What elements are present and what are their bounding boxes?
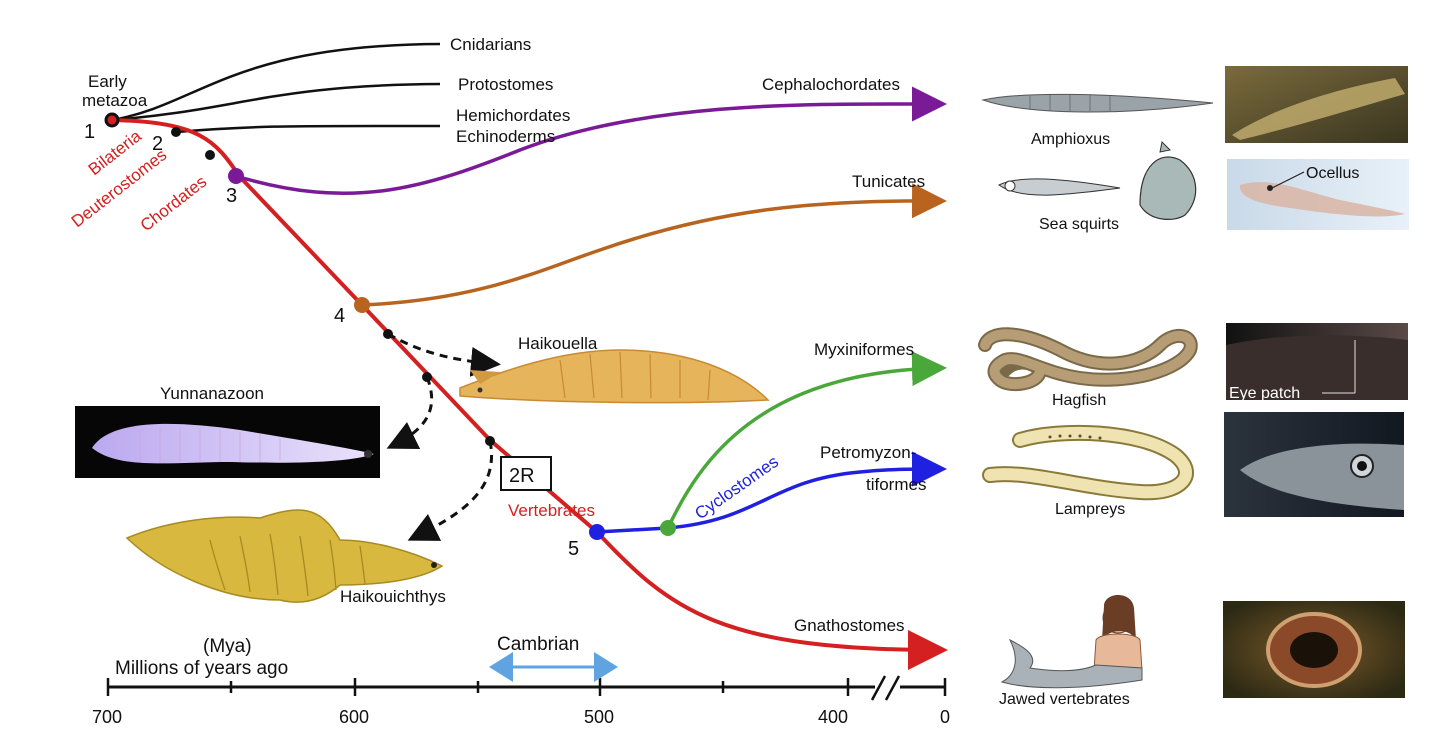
node-4-dot [354, 297, 370, 313]
cephalochordate-branch [236, 104, 940, 193]
cnidarian-branch [112, 44, 440, 120]
time-axis: 700 600 500 400 0 [92, 676, 950, 727]
axis-unit-abbrev: (Mya) [203, 636, 252, 657]
lamprey-photo [1224, 412, 1404, 517]
eye-patch-label: Eye patch [1229, 385, 1300, 402]
node-1-number: 1 [84, 121, 95, 143]
haikouella-dot [383, 329, 393, 339]
petromyzon-label-1: Petromyzon- [820, 443, 916, 462]
haikouella-label: Haikouella [518, 334, 598, 353]
tick-label-500: 500 [584, 707, 614, 727]
tick-label-700: 700 [92, 707, 122, 727]
amphioxus-illustration [983, 94, 1213, 112]
node-5-number: 5 [568, 538, 579, 560]
cnidarians-label: Cnidarians [450, 35, 531, 54]
haikouichthys-label: Haikouichthys [340, 587, 446, 606]
chordates-label: Chordates [137, 172, 211, 235]
haikouichthys-dot [485, 436, 495, 446]
cyclostome-stem [597, 528, 668, 532]
cephalochordates-label: Cephalochordates [762, 75, 900, 94]
early-metazoa-label-2: metazoa [82, 91, 148, 110]
sea-squirts-label: Sea squirts [1039, 216, 1119, 233]
hagfish-label: Hagfish [1052, 392, 1106, 409]
haikouella-illustration [460, 350, 768, 403]
yunnanozoon-label: Yunnanazoon [160, 384, 264, 403]
tick-label-0: 0 [940, 707, 950, 727]
node-3-dot [228, 168, 244, 184]
myxiniformes-label: Myxiniformes [814, 340, 914, 359]
sea-squirt-illustration [999, 142, 1196, 219]
axis-break-2 [886, 676, 899, 700]
yunnanozoon-dot [422, 372, 432, 382]
node-1-dot [106, 114, 118, 126]
hagfish-illustration [985, 334, 1191, 384]
node-3-number: 3 [226, 185, 237, 207]
early-metazoa-label-1: Early [88, 72, 127, 91]
lampreys-label: Lampreys [1055, 501, 1125, 518]
haikouichthys-arrow [413, 441, 492, 538]
gnathostomes-label: Gnathostomes [794, 616, 905, 635]
vertebrates-label: Vertebrates [508, 501, 595, 520]
tunicate-branch [362, 201, 940, 305]
tick-label-400: 400 [818, 707, 848, 727]
yunnanozoon-photo [75, 406, 380, 478]
tick-label-600: 600 [339, 707, 369, 727]
jawed-vertebrate-illustration [1002, 595, 1142, 688]
node-2-dot [171, 127, 181, 137]
echinoderms-label: Echinoderms [456, 127, 555, 146]
jawed-vertebrates-label: Jawed vertebrates [999, 691, 1130, 708]
gnathostome-eye-photo [1223, 601, 1405, 698]
axis-unit-full: Millions of years ago [115, 658, 288, 679]
hemichordate-branch [176, 126, 440, 132]
basal-branches [112, 44, 440, 132]
amphioxus-label: Amphioxus [1031, 131, 1110, 148]
node-5-dot [589, 524, 605, 540]
hemichordates-label: Hemichordates [456, 106, 570, 125]
lamprey-illustration [990, 433, 1186, 492]
yunnanozoon-arrow [392, 377, 432, 446]
cyclostome-dot [660, 520, 676, 536]
amphioxus-photo [1225, 66, 1408, 143]
cambrian-range: Cambrian [495, 634, 612, 667]
cambrian-label: Cambrian [497, 634, 579, 655]
duplication-label: 2R [509, 465, 535, 487]
node-4-number: 4 [334, 305, 345, 327]
protostomes-label: Protostomes [458, 75, 553, 94]
fossil-arrows [388, 334, 495, 538]
deuterostome-dot [205, 150, 215, 160]
tunicates-label: Tunicates [852, 172, 925, 191]
ocellus-label: Ocellus [1306, 165, 1359, 182]
petromyzon-label-2: tiformes [866, 475, 926, 494]
protostome-branch [112, 84, 440, 120]
